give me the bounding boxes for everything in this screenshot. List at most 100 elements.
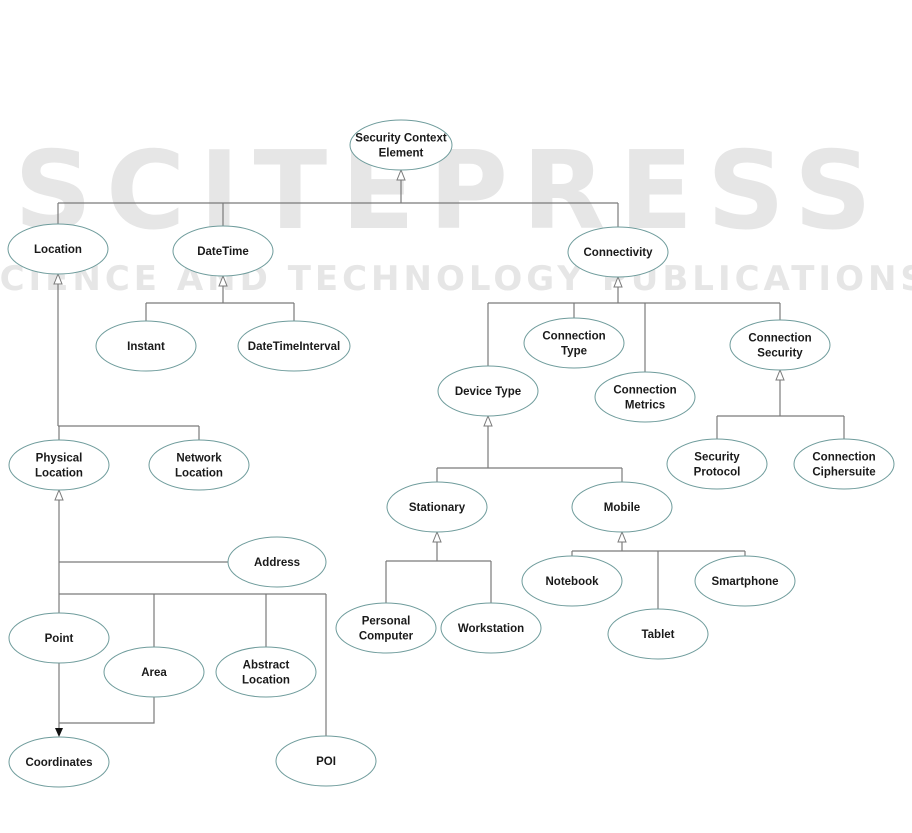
node-label: Location bbox=[35, 468, 83, 480]
node-label: Instant bbox=[127, 341, 165, 353]
node-coordinates[interactable]: Coordinates bbox=[8, 736, 110, 788]
node-poi[interactable]: POI bbox=[275, 735, 377, 787]
node-dtinterval[interactable]: DateTimeInterval bbox=[237, 320, 351, 372]
node-label: Stationary bbox=[409, 502, 466, 514]
node-label: Area bbox=[141, 667, 167, 679]
node-label: Workstation bbox=[458, 623, 524, 635]
node-location[interactable]: Location bbox=[7, 223, 109, 275]
node-label: Element bbox=[379, 148, 424, 160]
node-label: Physical bbox=[36, 453, 83, 465]
inheritance-arrow-icon bbox=[775, 368, 785, 381]
node-ellipse bbox=[386, 481, 488, 533]
node-ellipse bbox=[729, 319, 831, 371]
node-ellipse bbox=[571, 481, 673, 533]
node-ellipse bbox=[523, 317, 625, 369]
node-label: Type bbox=[561, 346, 587, 358]
node-ellipse bbox=[172, 225, 274, 277]
node-ellipse bbox=[607, 608, 709, 660]
node-instant[interactable]: Instant bbox=[95, 320, 197, 372]
node-tablet[interactable]: Tablet bbox=[607, 608, 709, 660]
node-ellipse bbox=[521, 555, 623, 607]
node-ellipse bbox=[694, 555, 796, 607]
node-label: Location bbox=[34, 244, 82, 256]
node-ellipse bbox=[7, 223, 109, 275]
node-ellipse bbox=[594, 371, 696, 423]
watermark-tagline: SCIENCE AND TECHNOLOGY PUBLICATIONS bbox=[0, 259, 912, 299]
node-notebook[interactable]: Notebook bbox=[521, 555, 623, 607]
inheritance-arrow-icon bbox=[432, 530, 442, 543]
node-ellipse bbox=[793, 438, 895, 490]
node-label: Connection bbox=[748, 333, 811, 345]
node-label: Connection bbox=[812, 452, 875, 464]
inheritance-arrow-icon bbox=[617, 530, 627, 543]
node-label: Device Type bbox=[455, 386, 521, 398]
node-ellipse bbox=[335, 602, 437, 654]
node-address[interactable]: Address bbox=[227, 536, 327, 588]
node-ellipse bbox=[8, 439, 110, 491]
node-ellipse bbox=[95, 320, 197, 372]
edges bbox=[53, 168, 845, 737]
node-ellipse bbox=[8, 612, 110, 664]
node-label: Security bbox=[694, 452, 740, 464]
node-label: DateTimeInterval bbox=[248, 341, 340, 353]
node-label: POI bbox=[316, 756, 336, 768]
node-ellipse bbox=[237, 320, 351, 372]
node-datetime[interactable]: DateTime bbox=[172, 225, 274, 277]
node-point[interactable]: Point bbox=[8, 612, 110, 664]
node-label: Tablet bbox=[641, 629, 674, 641]
node-label: Abstract bbox=[243, 660, 290, 672]
association-line bbox=[59, 697, 155, 724]
node-label: Mobile bbox=[604, 502, 640, 514]
inheritance-arrow-icon bbox=[54, 488, 64, 501]
node-ellipse bbox=[440, 602, 542, 654]
node-label: Protocol bbox=[694, 467, 741, 479]
node-label: Personal bbox=[362, 616, 411, 628]
node-label: Security Context bbox=[355, 133, 447, 145]
node-ellipse bbox=[8, 736, 110, 788]
node-ellipse bbox=[148, 439, 250, 491]
node-label: Computer bbox=[359, 631, 414, 643]
inheritance-arrow-icon bbox=[483, 414, 493, 427]
node-workstation[interactable]: Workstation bbox=[440, 602, 542, 654]
node-ellipse bbox=[103, 646, 205, 698]
node-devicetype[interactable]: Device Type bbox=[437, 365, 539, 417]
node-label: Location bbox=[175, 468, 223, 480]
node-label: Connection bbox=[542, 331, 605, 343]
node-label: Notebook bbox=[545, 576, 599, 588]
node-label: Connectivity bbox=[583, 247, 653, 259]
node-area[interactable]: Area bbox=[103, 646, 205, 698]
node-connectivity[interactable]: Connectivity bbox=[567, 226, 669, 278]
node-label: Location bbox=[242, 675, 290, 687]
node-label: Metrics bbox=[625, 400, 665, 412]
node-ellipse bbox=[437, 365, 539, 417]
watermark: SCITEPRESS SCIENCE AND TECHNOLOGY PUBLIC… bbox=[0, 129, 912, 299]
node-label: Point bbox=[45, 633, 74, 645]
arrowhead-icon bbox=[55, 728, 63, 737]
node-label: Network bbox=[176, 453, 222, 465]
node-ellipse bbox=[666, 438, 768, 490]
node-stationary[interactable]: Stationary bbox=[386, 481, 488, 533]
node-label: DateTime bbox=[197, 246, 249, 258]
node-label: Connection bbox=[613, 385, 676, 397]
node-smartphone[interactable]: Smartphone bbox=[694, 555, 796, 607]
node-label: Security bbox=[757, 348, 803, 360]
node-ellipse bbox=[215, 646, 317, 698]
node-label: Coordinates bbox=[25, 757, 92, 769]
node-label: Ciphersuite bbox=[812, 467, 875, 479]
node-mobile[interactable]: Mobile bbox=[571, 481, 673, 533]
node-label: Smartphone bbox=[711, 576, 778, 588]
node-ellipse bbox=[227, 536, 327, 588]
node-ellipse bbox=[567, 226, 669, 278]
